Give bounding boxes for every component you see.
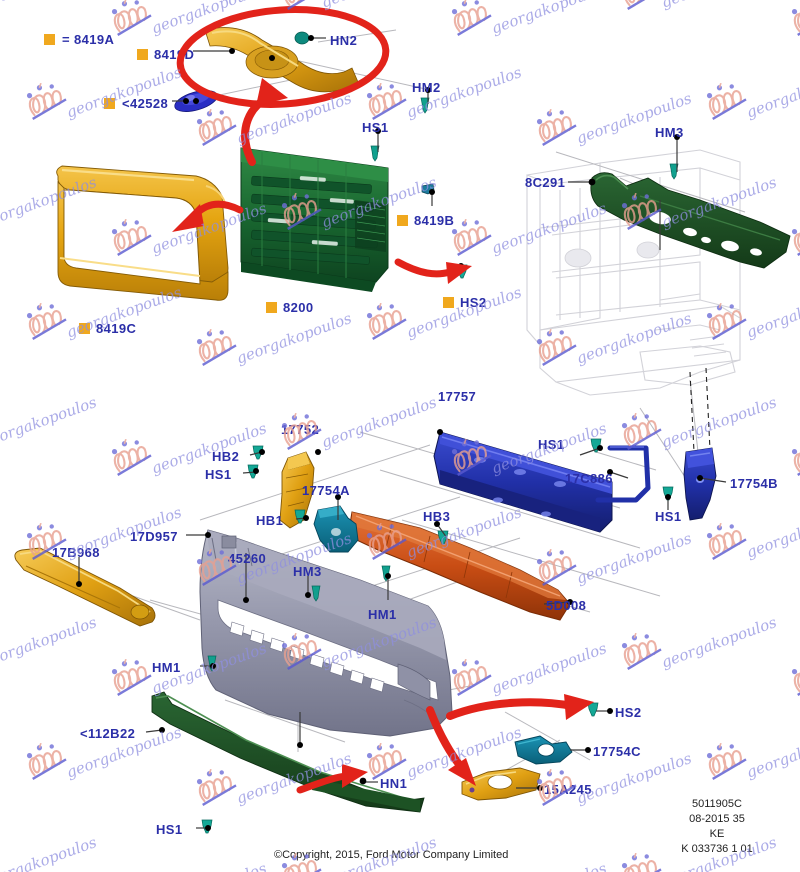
callout-HB3: HB3: [423, 509, 451, 524]
part-8419D: [204, 27, 359, 93]
marker-square-8419A: [44, 34, 55, 45]
drawing-ref: K 033736 1 01: [681, 843, 753, 855]
callout-112B22: <112B22: [80, 726, 136, 741]
callout-8C291: 8C291: [525, 175, 566, 190]
callout-8419B: 8419B: [414, 213, 455, 228]
copyright-notice: ©Copyright, 2015, Ford Motor Company Lim…: [274, 849, 509, 861]
drawing-market: KE: [709, 828, 725, 840]
marker-square-8419D: [137, 49, 148, 60]
part-17754A: [313, 505, 359, 553]
callout-17D957: 17D957: [130, 529, 178, 544]
callout-8419C: 8419C: [96, 321, 137, 336]
callout-17754B: 17754B: [730, 476, 778, 491]
callout-HS1-right: HS1: [538, 437, 565, 452]
callout-42528: <42528: [122, 96, 169, 111]
drawing-code-block: 5011905C 08-2015 35 KE K 033736 1 01: [642, 797, 792, 857]
part-17754C: [514, 735, 573, 765]
callout-HS1-top: HS1: [362, 120, 389, 135]
callout-HS2-bottom: HS2: [615, 705, 642, 720]
callout-HS1-mid: HS1: [205, 467, 232, 482]
callout-8419A: = 8419A: [62, 32, 115, 47]
marker-square-8200: [266, 302, 277, 313]
callout-17754C: 17754C: [593, 744, 641, 759]
callout-17C886: 17C886: [565, 471, 613, 486]
callout-HB1: HB1: [256, 513, 284, 528]
marker-square-42528: [104, 98, 115, 109]
part-17B968: [14, 547, 156, 627]
callout-HS1-bottom: HS1: [156, 822, 183, 837]
callout-8200: 8200: [283, 300, 314, 315]
part-8200: [240, 147, 389, 292]
part-17754B: [683, 447, 717, 521]
callout-45260: 45260: [228, 551, 267, 566]
marker-square-8419B: [397, 215, 408, 226]
callout-17754A: 17754A: [302, 483, 350, 498]
callout-HB2: HB2: [212, 449, 240, 464]
callout-HM2: HM2: [412, 80, 441, 95]
part-15A245: [461, 767, 541, 801]
callout-HS2-upper: HS2: [460, 295, 487, 310]
callout-HM3-bumper: HM3: [293, 564, 322, 579]
marker-square-HS2-upper: [443, 297, 454, 308]
callout-HM3-right: HM3: [655, 125, 684, 140]
callout-HM1-mid: HM1: [368, 607, 397, 622]
callout-5D008: 5D008: [546, 598, 587, 613]
callout-HS1-right-lower: HS1: [655, 509, 682, 524]
drawing-date-rev: 08-2015 35: [689, 813, 745, 825]
callout-HM1-left: HM1: [152, 660, 181, 675]
drawing-number: 5011905C: [692, 798, 742, 810]
callout-17757: 17757: [438, 389, 477, 404]
marker-square-8419C: [79, 323, 90, 334]
callout-HN2: HN2: [330, 33, 358, 48]
part-17752: [279, 451, 315, 529]
